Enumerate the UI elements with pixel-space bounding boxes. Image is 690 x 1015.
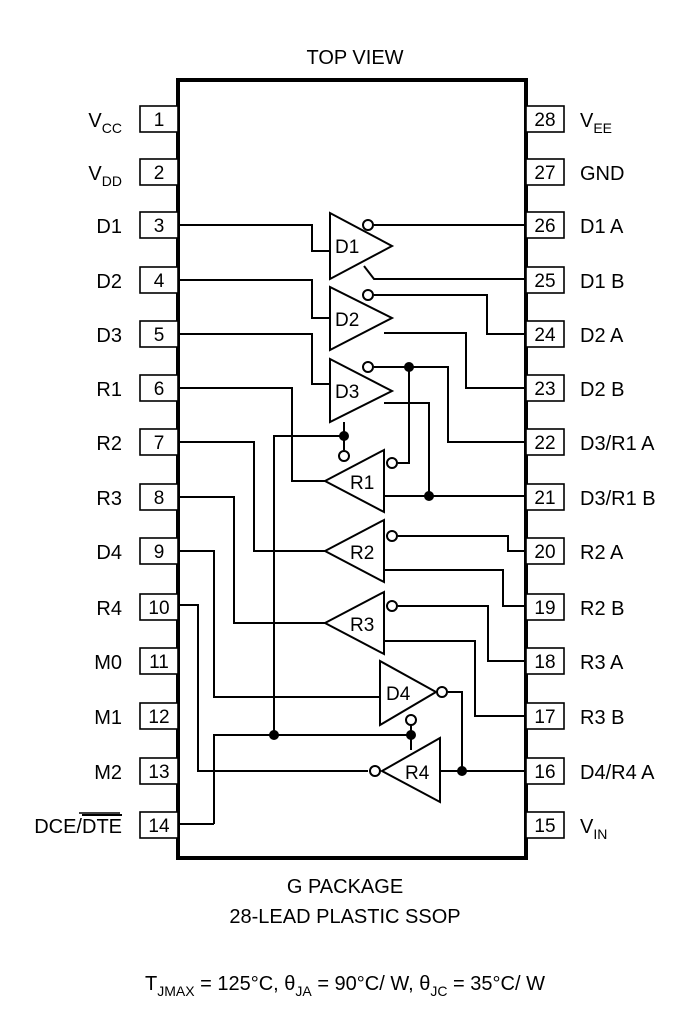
driver-d4: D4 (379, 659, 448, 727)
left-pin-boxes (139, 105, 179, 839)
left-pin-names: VCC VDD D1 D2 D3 R1 R2 R3 D4 R4 M0 M1 M2… (34, 110, 122, 838)
pin-number: 24 (534, 325, 556, 346)
pin-number: 7 (154, 433, 165, 454)
package-description: 28-LEAD PLASTIC SSOP (229, 906, 460, 928)
pin-name: M0 (94, 652, 122, 674)
gate-label: D2 (335, 310, 359, 331)
pin-name-vcc: VCC (88, 110, 122, 136)
pin-name: D1 (96, 216, 122, 238)
pin-number: 26 (534, 216, 555, 237)
pin-name-vin: VIN (580, 816, 607, 842)
pin-name: R3 B (580, 707, 624, 729)
pin-number: 27 (534, 163, 555, 184)
pin-name: D1 A (580, 216, 624, 238)
gate-label: D4 (386, 684, 411, 705)
pin-number: 14 (148, 816, 170, 837)
left-pin-numbers: 1 2 3 4 5 6 7 8 9 10 11 12 13 14 (148, 110, 170, 837)
pin-number: 13 (148, 762, 169, 783)
pin-number: 8 (154, 488, 165, 509)
junction-dots (269, 362, 467, 776)
right-pin-numbers: 28 27 26 25 24 23 22 21 20 19 18 17 16 1… (534, 110, 556, 837)
pin-number: 9 (154, 542, 165, 563)
pin-name-vdd: VDD (88, 163, 122, 189)
pin-number: 6 (154, 379, 165, 400)
pin-number: 11 (149, 652, 169, 673)
pin-number: 20 (534, 542, 555, 563)
pin-number: 19 (534, 598, 555, 619)
receiver-r2: R2 (322, 518, 398, 584)
pin-name: D3 (96, 325, 122, 347)
gate-label: R2 (350, 543, 374, 564)
pin-name: R3 (96, 488, 122, 510)
pin-name: R2 A (580, 542, 624, 564)
driver-d3: D3 (329, 357, 395, 424)
pin-name: M2 (94, 762, 122, 784)
pin-number: 22 (534, 433, 555, 454)
pin-name: D4/R4 A (580, 762, 655, 784)
pin-name-dce-dte: DCE/DTE (34, 816, 122, 838)
gate-label: R4 (405, 763, 430, 784)
pin-name: GND (580, 163, 624, 185)
pin-name: D2 (96, 271, 122, 293)
driver-d2: D2 (329, 285, 395, 352)
pin-number: 4 (154, 271, 165, 292)
pin-number: 23 (534, 379, 555, 400)
pin-name: D3/R1 A (580, 433, 655, 455)
pin-number: 2 (154, 163, 165, 184)
pin-number: 3 (154, 216, 165, 237)
package-body (176, 78, 528, 860)
thermal-spec: TJMAX = 125°C, θJA = 90°C/ W, θJC = 35°C… (145, 973, 545, 999)
pin-number: 5 (154, 325, 165, 346)
pin-number: 28 (534, 110, 555, 131)
driver-d1: D1 (329, 211, 395, 281)
pin-name: D3/R1 B (580, 488, 656, 510)
pin-name: R4 (96, 598, 122, 620)
pin-number: 10 (148, 598, 169, 619)
pin-name: D2 A (580, 325, 624, 347)
package-label: G PACKAGE (287, 876, 403, 898)
pin-name: D4 (96, 542, 122, 564)
pin-number: 21 (534, 488, 555, 509)
gate-label: R1 (350, 473, 374, 494)
gate-label: D1 (335, 237, 359, 258)
pin-name-vee: VEE (580, 110, 612, 136)
pin-name: R3 A (580, 652, 624, 674)
pin-number: 17 (534, 707, 555, 728)
pin-number: 1 (154, 110, 165, 131)
pin-number: 16 (534, 762, 555, 783)
pin-name: D1 B (580, 271, 624, 293)
pin-name: D2 B (580, 379, 624, 401)
pin-name: R1 (96, 379, 122, 401)
receiver-r1: R1 (322, 448, 398, 514)
pin-name: R2 (96, 433, 122, 455)
pin-name: R2 B (580, 598, 624, 620)
gate-label: R3 (350, 615, 374, 636)
gate-label: D3 (335, 382, 359, 403)
pin-number: 18 (534, 652, 555, 673)
receiver-r4: R4 (369, 736, 441, 804)
pin-number: 15 (534, 816, 555, 837)
pin-number: 25 (534, 271, 555, 292)
receiver-r3: R3 (322, 590, 398, 656)
pin-number: 12 (148, 707, 169, 728)
pin-name: M1 (94, 707, 122, 729)
top-view-label: TOP VIEW (306, 47, 403, 69)
right-pin-boxes (525, 105, 565, 839)
right-pin-names: VEE GND D1 A D1 B D2 A D2 B D3/R1 A D3/R… (580, 110, 656, 842)
